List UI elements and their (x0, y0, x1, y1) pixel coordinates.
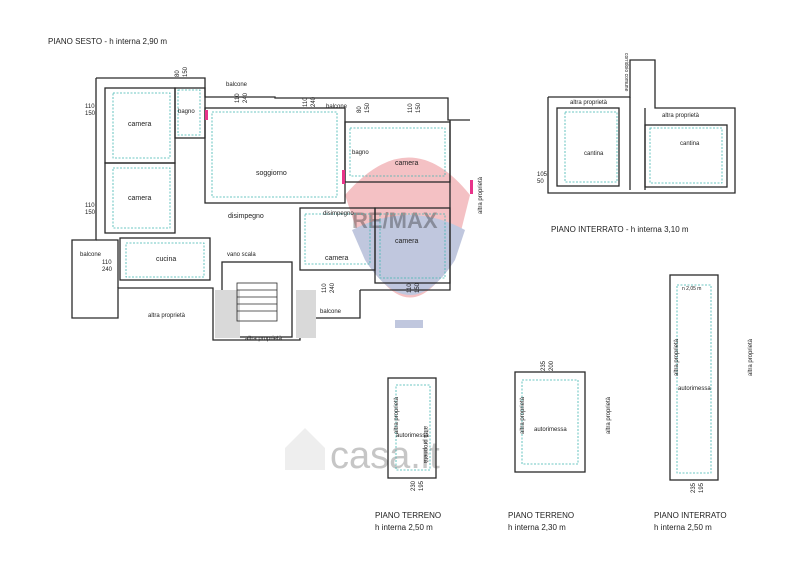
room-cucina: cucina (156, 256, 176, 263)
room-autorimessa-2: autorimessa (534, 427, 567, 433)
room-cantina-2: cantina (680, 141, 700, 147)
ground2-title-line2: h interna 2,30 m (508, 523, 566, 532)
dim-195: 195 (419, 480, 425, 491)
garage2-altra-right: altra proprietà (606, 396, 612, 434)
dim-240-c: 240 (311, 96, 317, 107)
dim-110-d: 110 (408, 103, 414, 113)
dim-150-d: 150 (416, 102, 422, 113)
casa-watermark (285, 428, 325, 470)
sixth-floor-title: PIANO SESTO - h interna 2,90 m (48, 37, 167, 46)
garage1-altra-right: altra proprietà (422, 426, 428, 464)
room-camera-1: camera (128, 121, 151, 128)
garage3-altra-left: altra proprietà (674, 338, 680, 376)
room-disimpegno-2: disimpegno (323, 211, 354, 217)
room-camera-3: camera (395, 160, 418, 167)
room-vano-scala: vano scala (227, 252, 256, 258)
room-balcone-top-2: balcone (326, 104, 348, 110)
label-corridoio-comune: corridoio comune (623, 53, 629, 92)
dim-150-top: 150 (183, 66, 189, 77)
label-n-205: n 2,05 m (682, 286, 701, 292)
dim-105: 105 (537, 172, 548, 178)
basement-altra-2: altra proprietà (662, 113, 700, 119)
garage-1-walls (387, 377, 437, 479)
garage2-altra-left: altra proprietà (520, 396, 526, 434)
ground1-title-line2: h interna 2,50 m (375, 523, 433, 532)
room-cantina-1: cantina (584, 151, 604, 157)
basement-walls (547, 59, 736, 194)
sixth-floor-walls (71, 77, 470, 341)
label-altra-proprieta-3: altra proprietà (478, 176, 484, 214)
room-autorimessa-1: autorimessa (396, 433, 429, 439)
basement-altra-1: altra proprietà (570, 100, 608, 106)
basement2-title-line2: h interna 2,50 m (654, 523, 712, 532)
dim-110-a: 110 (85, 104, 95, 110)
label-altra-proprieta-2: altra proprietà (245, 336, 283, 342)
remax-logo-text: RE/MAX (352, 208, 438, 233)
dim-110-e: 110 (85, 203, 95, 209)
garage3-altra-right: altra proprietà (748, 338, 754, 376)
dim-80-a: 80 (175, 70, 181, 77)
dim-110-b: 110 (235, 93, 241, 103)
dim-240-b: 240 (243, 92, 249, 103)
dim-235-b: 235 (691, 482, 697, 493)
dim-230: 230 (411, 480, 417, 491)
dim-240-h: 240 (330, 282, 336, 293)
room-balcone-bottom: balcone (320, 309, 342, 315)
garage-3-walls (669, 274, 719, 481)
dim-240-f: 240 (102, 267, 113, 273)
dim-235: 235 (541, 360, 547, 371)
dim-150-g: 150 (415, 282, 421, 293)
dim-110-f: 110 (102, 260, 112, 266)
window-marker (205, 110, 208, 120)
dim-50: 50 (537, 179, 544, 185)
room-balcone-top-1: balcone (226, 82, 248, 88)
remax-watermark (345, 157, 470, 328)
room-camera-4: camera (395, 238, 418, 245)
room-balcone-left: balcone (80, 252, 102, 258)
dim-110-h: 110 (322, 283, 328, 293)
window-marker (470, 180, 473, 194)
room-disimpegno-1: disimpegno (228, 213, 264, 220)
sixth-floor-dimension-lines (112, 89, 446, 279)
room-bagno-1: bagno (178, 109, 195, 115)
dim-80-b: 80 (357, 106, 363, 113)
dim-150-e: 150 (85, 210, 96, 216)
label-altra-proprieta-1: altra proprietà (148, 313, 186, 319)
room-autorimessa-3: autorimessa (678, 386, 711, 392)
room-bagno-2: bagno (352, 150, 369, 156)
dim-110-c: 110 (303, 97, 309, 107)
ground1-title-line1: PIANO TERRENO (375, 511, 441, 520)
dim-150-b: 150 (365, 102, 371, 113)
room-camera-5: camera (325, 255, 348, 262)
dim-150-a: 150 (85, 111, 96, 117)
basement-title: PIANO INTERRATO - h interna 3,10 m (551, 225, 689, 234)
room-soggiorno: soggiorno (256, 170, 287, 177)
garage-2-walls (514, 371, 586, 473)
ground2-title-line1: PIANO TERRENO (508, 511, 574, 520)
window-marker (342, 170, 345, 184)
dim-195-b: 195 (699, 482, 705, 493)
room-camera-2: camera (128, 195, 151, 202)
dim-200: 200 (549, 360, 555, 371)
garage1-altra-left: altra proprietà (394, 396, 400, 434)
basement2-title-line1: PIANO INTERRATO (654, 511, 727, 520)
dim-110-g: 110 (407, 283, 413, 293)
